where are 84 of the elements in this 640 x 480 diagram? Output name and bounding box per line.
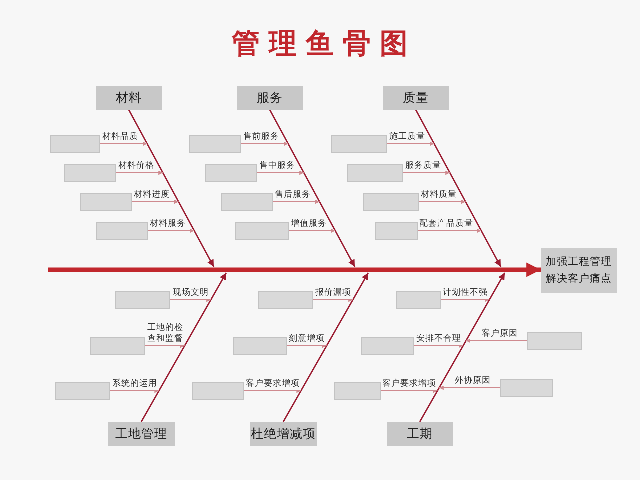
rib-arrow: [110, 388, 160, 394]
edge-label: 客户原因: [482, 329, 518, 340]
edge-label: 计划性不强: [443, 288, 488, 299]
rib-arrow: [288, 228, 336, 234]
rib-arrow: [386, 142, 435, 146]
edge-label: 售前服务: [243, 132, 280, 143]
rib-arrow: [100, 142, 148, 146]
rib-arrow: [240, 142, 289, 146]
rib-arrow: [170, 298, 212, 302]
note-box: [115, 291, 170, 309]
rib-arrow: [132, 200, 180, 204]
note-box: [55, 382, 110, 400]
category-box: 质量: [383, 86, 449, 110]
edge-label: 安排不合理: [416, 334, 462, 345]
note-box: [396, 291, 441, 309]
note-box: [50, 135, 100, 153]
rib-arrow: [244, 388, 302, 394]
category-box: 服务: [237, 86, 303, 110]
rib-arrow: [148, 228, 195, 234]
edge-label: 外协原因: [455, 376, 492, 387]
edge-label: 配套产品质量: [420, 219, 474, 230]
edge-label: 售中服务: [259, 161, 296, 172]
note-box: [375, 222, 418, 240]
spine-arrow: [48, 262, 541, 278]
bone-arrow: [128, 110, 215, 268]
note-box: [205, 164, 257, 182]
note-box: [189, 135, 241, 153]
rib-arrow: [312, 298, 354, 302]
rib-arrow: [402, 170, 451, 176]
edge-label: 材料进度: [134, 190, 170, 201]
bone-arrow: [269, 110, 356, 268]
rib-arrow: [272, 200, 320, 204]
note-box: [221, 193, 273, 211]
edge-label: 材料品质: [102, 132, 138, 143]
edge-label: 报价漏项: [315, 288, 352, 299]
bone-arrow: [415, 110, 502, 268]
edge-label: 工地的检查和监督: [146, 323, 184, 345]
note-box: [233, 337, 287, 355]
note-box: [361, 337, 414, 355]
bone-arrow: [282, 272, 370, 422]
edge-label: 客户要求增项: [382, 379, 437, 390]
rib-arrow: [380, 388, 438, 394]
rib-arrow: [440, 298, 490, 302]
bone-arrow: [419, 272, 506, 422]
category-box: 杜绝增减项: [250, 422, 317, 446]
edge-label: 客户要求增项: [246, 379, 300, 390]
rib-arrow: [438, 386, 500, 390]
bone-arrow: [140, 272, 228, 422]
edge-label: 系统的运用: [112, 379, 158, 390]
note-box: [80, 193, 132, 211]
note-box: [96, 222, 148, 240]
rib-arrow: [414, 344, 464, 348]
note-box: [334, 382, 381, 400]
note-box: [500, 379, 553, 397]
note-box: [363, 193, 419, 211]
note-box: [235, 222, 289, 240]
edge-label: 售后服务: [275, 190, 312, 201]
category-box: 工地管理: [108, 422, 175, 446]
rib-arrow: [144, 344, 186, 348]
diagram-title: 管理鱼骨图: [231, 26, 417, 62]
note-box: [527, 332, 582, 350]
note-box: [331, 135, 387, 153]
rib-arrow: [418, 228, 482, 234]
edge-label: 现场文明: [172, 288, 209, 299]
rib-arrow: [116, 170, 164, 176]
rib-arrow: [466, 338, 528, 344]
rib-arrow: [256, 170, 305, 176]
edge-label: 材料服务: [150, 219, 186, 230]
note-box: [347, 164, 403, 182]
rib-arrow: [418, 200, 466, 204]
edge-label: 增值服务: [291, 219, 327, 230]
note-box: [64, 164, 116, 182]
edge-label: 施工质量: [389, 132, 426, 143]
edge-label: 刻意增项: [289, 334, 326, 345]
rib-arrow: [286, 344, 328, 348]
edge-label: 材料质量: [421, 190, 458, 201]
note-box: [90, 337, 145, 355]
effect-box: 加强工程管理解决客户痛点: [541, 248, 617, 293]
note-box: [192, 382, 244, 400]
category-box: 材料: [96, 86, 162, 110]
edge-label: 服务质量: [405, 161, 442, 172]
note-box: [258, 291, 313, 309]
edge-label: 材料价格: [118, 161, 154, 172]
category-box: 工期: [387, 422, 453, 446]
